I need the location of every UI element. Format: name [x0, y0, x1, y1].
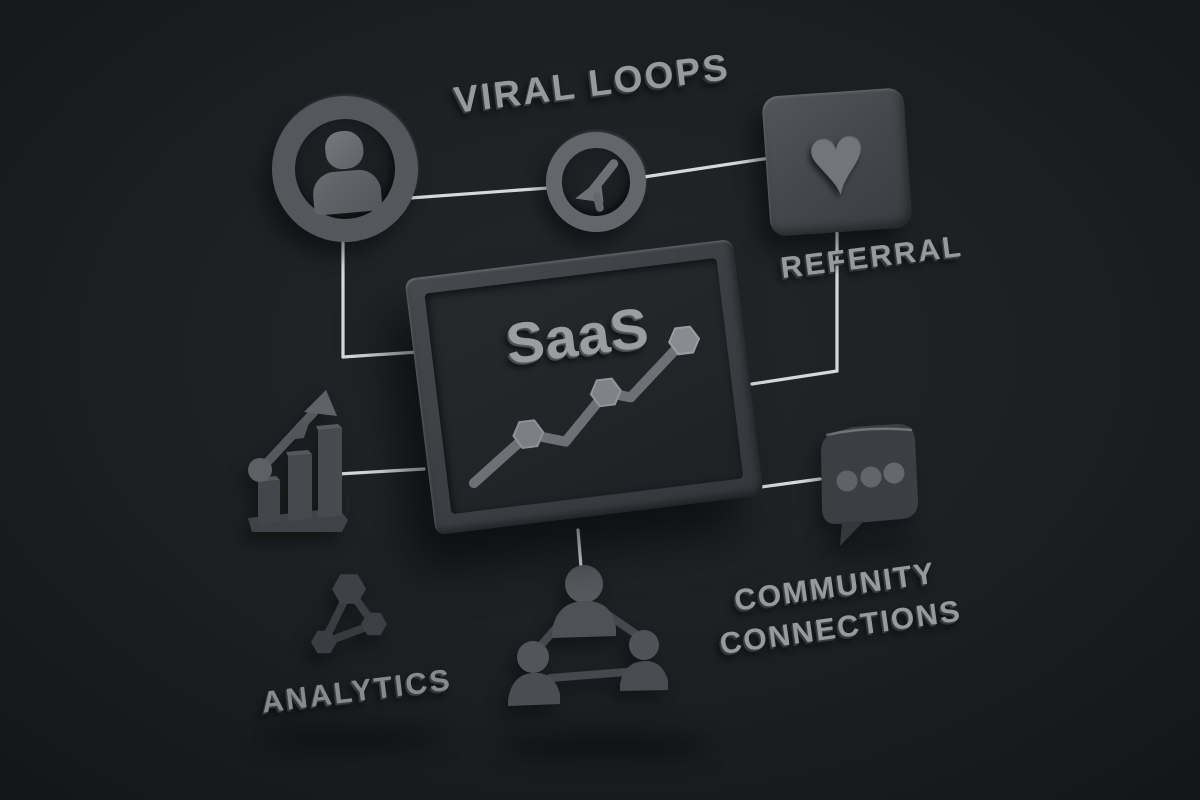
connector-referral-monitor — [750, 369, 839, 386]
people-group-icon — [508, 565, 668, 706]
floor-shadow — [820, 538, 920, 554]
floor-shadow — [255, 728, 445, 750]
connector-user-loop — [408, 186, 550, 200]
floor-shadow — [500, 733, 710, 759]
connector-loop-referral — [642, 156, 772, 179]
chat-bubble-dots-icon — [821, 423, 919, 546]
connector-monitor-chat — [752, 477, 822, 490]
avatar-head — [323, 129, 365, 171]
chart-node — [512, 419, 545, 450]
connector-analytics-monitor — [336, 467, 426, 476]
avatar-body — [311, 168, 383, 216]
share-network-icon — [311, 574, 387, 654]
bar-chart-arrow-icon — [248, 390, 348, 532]
heart-card: ♥ — [761, 87, 913, 237]
chart-node — [668, 325, 701, 356]
connector-user-monitor — [341, 350, 420, 359]
monitor-screen: SaaS — [424, 257, 744, 515]
heart-icon: ♥ — [801, 100, 873, 219]
chart-node — [589, 377, 622, 408]
monitor-line-chart-icon: SaaS — [404, 238, 764, 536]
loop-arrow-icon — [542, 128, 650, 236]
connector-monitor-community — [576, 528, 583, 569]
loop-arrow-glyph — [575, 159, 619, 212]
growth-line-chart — [468, 325, 701, 489]
